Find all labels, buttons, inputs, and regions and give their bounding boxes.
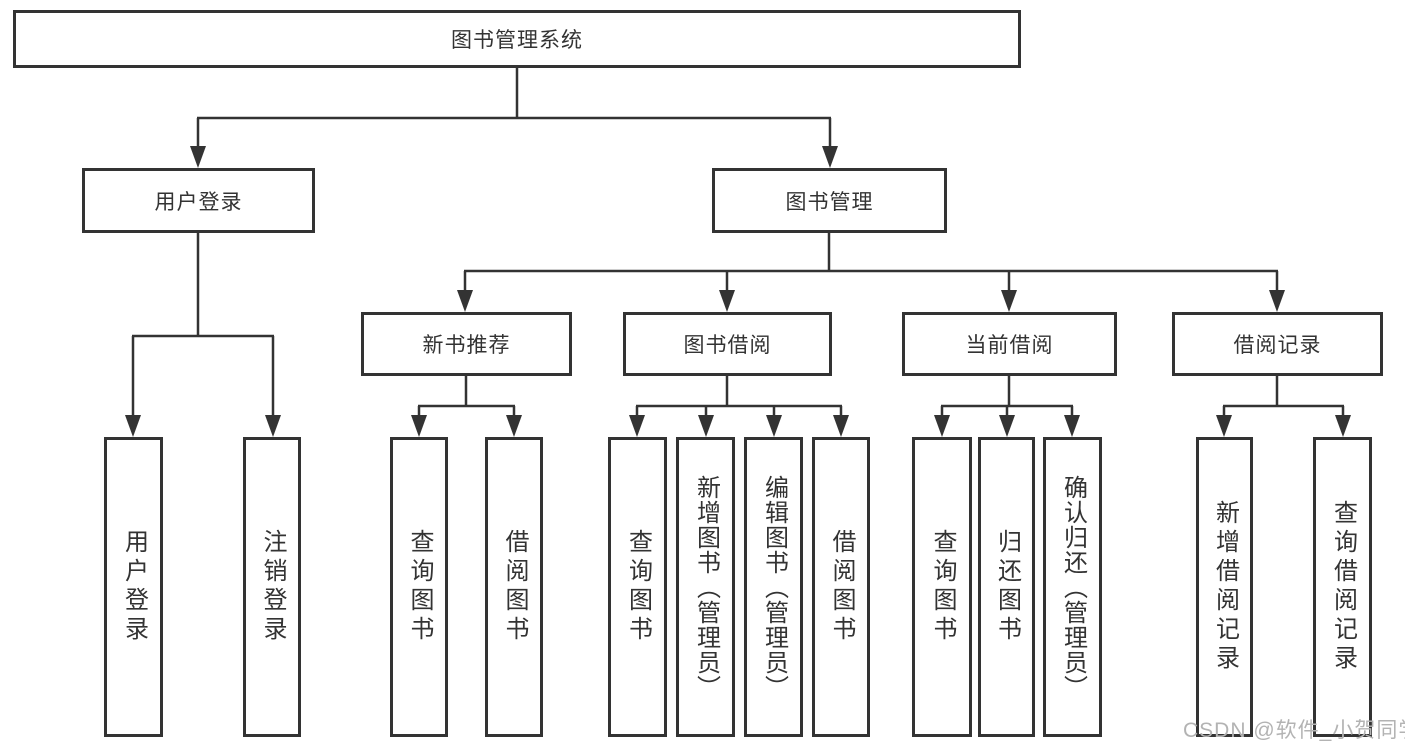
node-leaf-logout: 注销登录: [243, 437, 301, 737]
node-br-query-record: 查询借阅记录: [1313, 437, 1372, 737]
node-book-borrow: 图书借阅: [623, 312, 832, 376]
node-bb-add-books: 新增图书（管理员）: [676, 437, 735, 737]
node-new-book-recommend: 新书推荐: [361, 312, 572, 376]
node-cb-return-books: 归还图书: [978, 437, 1035, 737]
arrowhead-icons: [125, 146, 1351, 437]
node-rec-borrow-books: 借阅图书: [485, 437, 543, 737]
node-root: 图书管理系统: [13, 10, 1021, 68]
node-current-borrow: 当前借阅: [902, 312, 1117, 376]
node-cb-query-books: 查询图书: [912, 437, 972, 737]
node-bb-borrow-books: 借阅图书: [812, 437, 870, 737]
node-cb-confirm-return: 确认归还（管理员）: [1043, 437, 1102, 737]
node-user-login: 用户登录: [82, 168, 315, 233]
node-leaf-user-login: 用户登录: [104, 437, 163, 737]
node-rec-query-books: 查询图书: [390, 437, 448, 737]
node-borrow-records: 借阅记录: [1172, 312, 1383, 376]
csdn-watermark: CSDN @软件_小贺同学: [1183, 719, 1405, 742]
node-bb-edit-books: 编辑图书（管理员）: [744, 437, 803, 737]
node-book-management: 图书管理: [712, 168, 947, 233]
node-bb-query-books: 查询图书: [608, 437, 667, 737]
node-br-add-record: 新增借阅记录: [1196, 437, 1253, 737]
